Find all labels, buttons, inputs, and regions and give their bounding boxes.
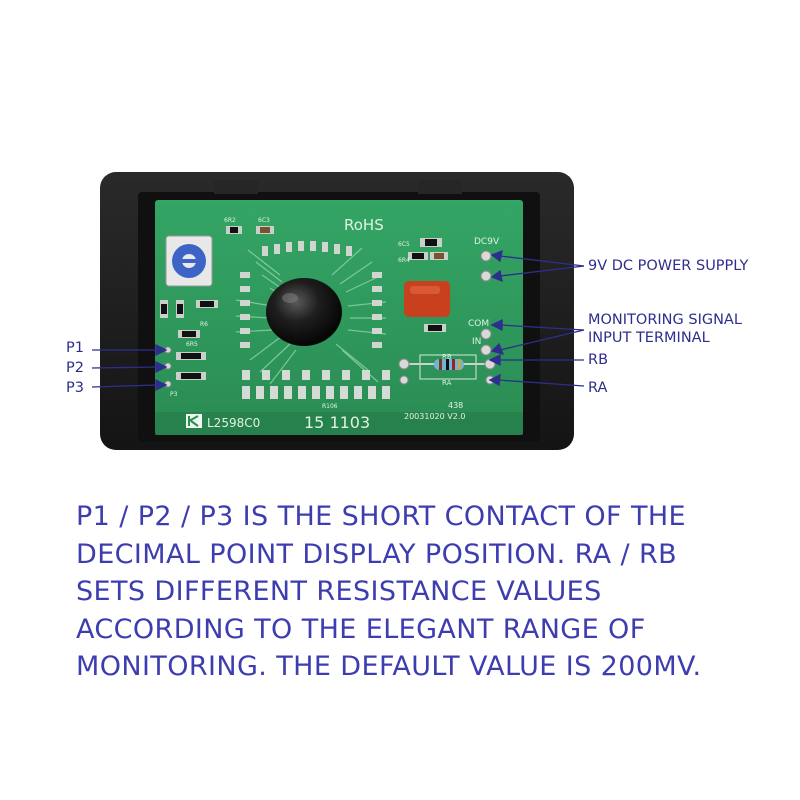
com-pad-text: COM: [468, 319, 489, 329]
trimmer-pot: [165, 235, 213, 287]
chip-blob-highlight: [282, 293, 298, 303]
model-text: L2598C0: [207, 416, 260, 430]
display-pads: [242, 370, 390, 399]
housing-clip-right: [418, 180, 462, 194]
c5-text: 6R5: [186, 341, 198, 348]
description-text: P1 / P2 / P3 IS THE SHORT CONTACT OF THE…: [76, 498, 766, 686]
annotation-pointers: [91, 249, 585, 392]
description-line: DECIMAL POINT DISPLAY POSITION. RA / RB: [76, 538, 678, 570]
description-line: ACCORDING TO THE ELEGANT RANGE OF: [76, 613, 646, 645]
power-supply-label: 9V DC POWER SUPPLY: [588, 258, 749, 274]
code-text: 438: [448, 401, 463, 410]
rb-label: RB: [588, 352, 609, 368]
ic-pads: [240, 241, 382, 348]
rohs-text: RoHS: [344, 216, 384, 234]
ra-label: RA: [588, 380, 608, 396]
signal-input-label-1: MONITORING SIGNAL: [588, 312, 742, 328]
c3-text: 6C5: [398, 241, 410, 248]
r106-text: R106: [322, 403, 338, 410]
dc-pad-text: DC9V: [474, 237, 500, 247]
through-hole-resistor: [404, 354, 492, 380]
meter-photo: RoHS DC9V COM IN RB RA L2598C0 15 1103 4…: [66, 172, 749, 450]
red-capacitor-highlight: [410, 286, 440, 294]
ic-traces: [235, 247, 387, 385]
meter-illustration: RoHS DC9V COM IN RB RA L2598C0 15 1103 4…: [91, 172, 585, 450]
c2-text: 6C3: [258, 217, 270, 224]
c1-text: 6R2: [224, 217, 236, 224]
p3-label: P3: [66, 380, 84, 396]
chip-blob: [266, 278, 342, 346]
brand-logo-mark: [188, 415, 199, 427]
housing-clip-left: [214, 180, 258, 194]
rb-pad-text: RB: [442, 353, 452, 361]
date-text: 20031020 V2.0: [404, 412, 465, 421]
in-pad-text: IN: [472, 337, 481, 347]
description-line: MONITORING. THE DEFAULT VALUE IS 200MV.: [76, 651, 702, 682]
lot-text: 15 1103: [304, 413, 370, 432]
r6-text: R6: [200, 321, 208, 328]
p1-label: P1: [66, 340, 84, 356]
c4-text: 6R4: [398, 257, 410, 264]
p3-pad-text: P3: [170, 391, 178, 398]
p2-label: P2: [66, 360, 84, 376]
description-line: SETS DIFFERENT RESISTANCE VALUES: [76, 576, 602, 607]
description-line: P1 / P2 / P3 IS THE SHORT CONTACT OF THE: [76, 501, 687, 532]
ra-pad-text: RA: [442, 379, 452, 387]
pcb-shadow: [155, 412, 523, 435]
signal-input-label-2: INPUT TERMINAL: [588, 330, 710, 346]
